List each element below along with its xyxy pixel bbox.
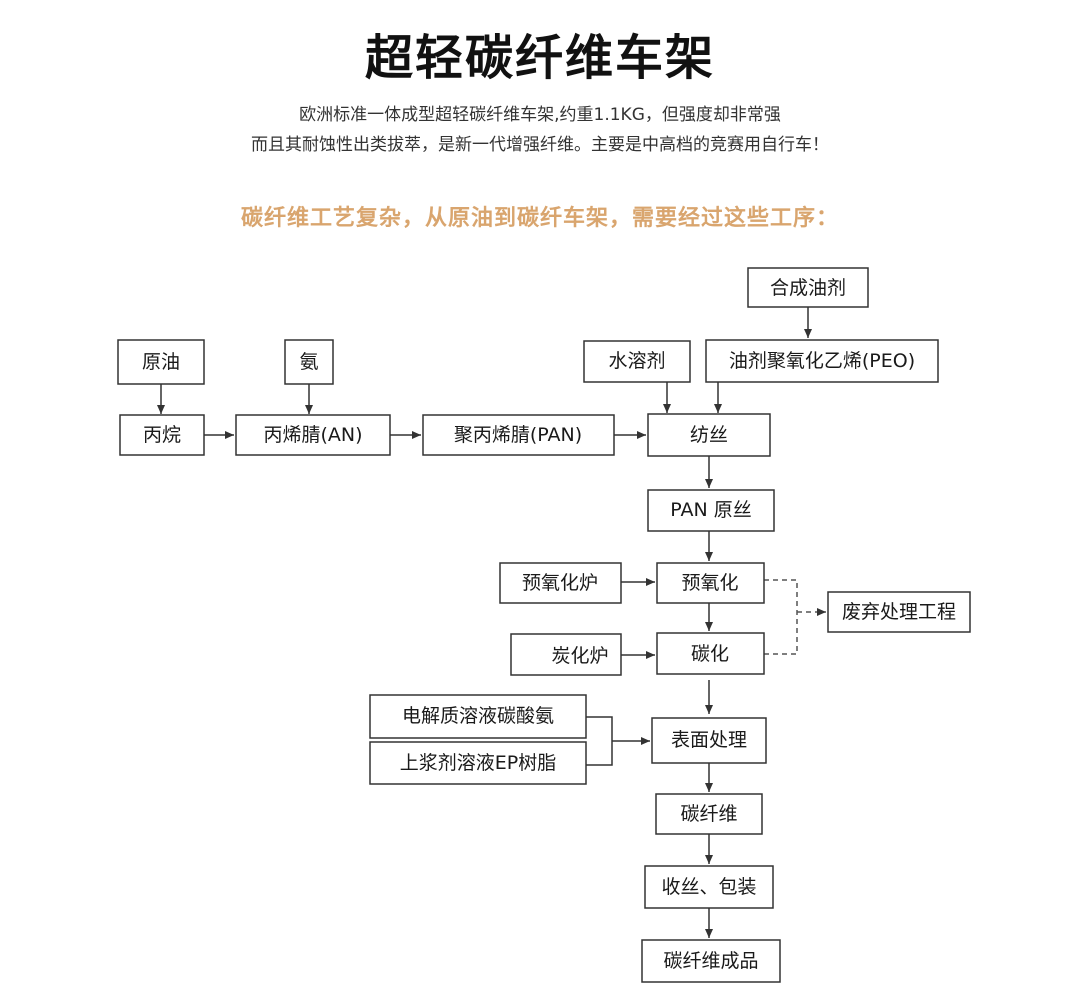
node-acrylonitrile: 丙烯腈(AN) — [235, 414, 391, 456]
page-title: 超轻碳纤维车架 — [364, 30, 715, 86]
node-peo-label: 油剂聚氧化乙烯(PEO) — [729, 350, 915, 372]
node-propane-label: 丙烷 — [143, 424, 181, 446]
node-surface: 表面处理 — [651, 717, 767, 764]
node-peo: 油剂聚氧化乙烯(PEO) — [705, 339, 939, 383]
node-carb-furnace-label: 炭化炉 — [551, 645, 608, 667]
node-carbon-fiber: 碳纤维 — [655, 793, 763, 835]
node-acrylonitrile-label: 丙烯腈(AN) — [263, 424, 362, 446]
node-winding-label: 收丝、包装 — [661, 876, 756, 898]
node-spinning-label: 纺丝 — [690, 424, 728, 446]
node-pan-precursor: PAN 原丝 — [647, 489, 775, 532]
node-waste: 废弃处理工程 — [827, 591, 971, 633]
node-spinning: 纺丝 — [647, 413, 771, 457]
description-line-2: 而且其耐蚀性出类拔萃，是新一代增强纤维。主要是中高档的竞赛用自行车！ — [251, 135, 829, 155]
node-sizing: 上浆剂溶液EP树脂 — [369, 741, 587, 785]
edge-preox-to-waste-dashed — [764, 579, 798, 612]
node-waste-label: 废弃处理工程 — [842, 601, 956, 623]
node-ammonia-label: 氨 — [299, 351, 318, 373]
node-finished: 碳纤维成品 — [641, 939, 781, 983]
node-synth-oil: 合成油剂 — [747, 267, 869, 308]
node-preox-furnace-label: 预氧化炉 — [522, 572, 598, 594]
node-carb-furnace: 炭化炉 — [510, 633, 622, 676]
node-pan-label: 聚丙烯腈(PAN) — [454, 424, 582, 446]
node-sizing-label: 上浆剂溶液EP树脂 — [400, 752, 556, 774]
node-water-solvent-label: 水溶剂 — [608, 350, 665, 372]
node-electrolyte-label: 电解质溶液碳酸氨 — [402, 705, 554, 727]
node-ammonia: 氨 — [284, 339, 334, 385]
node-surface-label: 表面处理 — [671, 729, 747, 751]
node-preox: 预氧化 — [656, 562, 765, 604]
node-pan-precursor-label: PAN 原丝 — [670, 499, 752, 521]
edge-carbonization-to-waste-dashed — [764, 612, 798, 655]
edge-electrolyte-sizing-bracket — [586, 716, 613, 766]
node-preox-furnace: 预氧化炉 — [499, 562, 622, 604]
node-pan: 聚丙烯腈(PAN) — [422, 414, 615, 456]
node-winding: 收丝、包装 — [644, 865, 774, 909]
node-electrolyte: 电解质溶液碳酸氨 — [369, 694, 587, 739]
node-carbon-fiber-label: 碳纤维 — [680, 803, 737, 825]
node-crude-oil-label: 原油 — [142, 351, 180, 373]
node-carbonization: 碳化 — [656, 632, 765, 675]
node-synth-oil-label: 合成油剂 — [770, 277, 846, 299]
process-subtitle: 碳纤维工艺复杂，从原油到碳纤车架，需要经过这些工序： — [240, 206, 839, 231]
node-carbonization-label: 碳化 — [691, 643, 729, 665]
node-crude-oil: 原油 — [117, 339, 205, 385]
node-finished-label: 碳纤维成品 — [663, 950, 758, 972]
description-line-1: 欧洲标准一体成型超轻碳纤维车架,约重1.1KG，但强度却非常强 — [299, 105, 781, 125]
node-water-solvent: 水溶剂 — [583, 340, 691, 383]
node-preox-label: 预氧化 — [681, 572, 738, 594]
flow-edges — [157, 307, 826, 938]
node-propane: 丙烷 — [119, 414, 205, 456]
